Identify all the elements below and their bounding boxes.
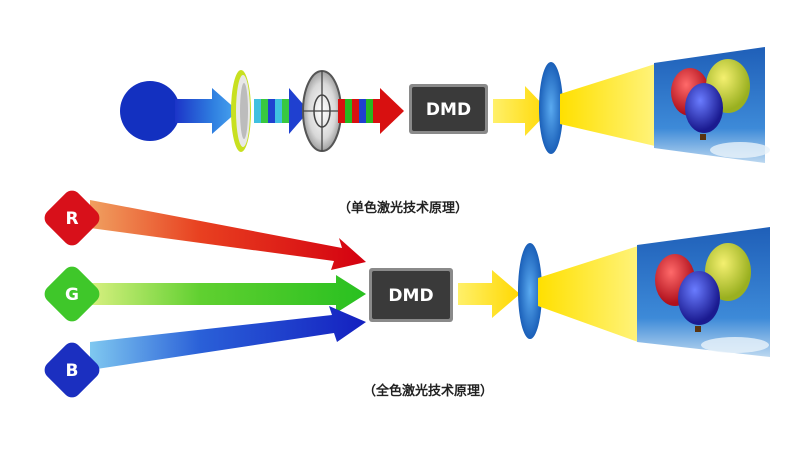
- projection-cone-bottom: [538, 246, 638, 342]
- blue-beam: [90, 306, 366, 370]
- green-source-letter: G: [65, 285, 79, 305]
- green-beam: [90, 275, 366, 313]
- blue-beam-arrow: [175, 88, 238, 134]
- yellow-beam-arrow-bottom: [458, 270, 520, 318]
- single-laser-diagram: DMD （单色激光技术原理）: [120, 47, 770, 216]
- projected-image-bottom: [637, 227, 770, 357]
- red-beam: [90, 200, 366, 270]
- color-wheel: [302, 70, 342, 152]
- red-source-letter: R: [65, 209, 78, 229]
- dmd-chip-top: DMD: [409, 84, 488, 134]
- projection-cone-top: [560, 64, 655, 146]
- yellow-beam-arrow-top: [493, 86, 549, 136]
- dmd-label-bottom: DMD: [388, 286, 433, 306]
- full-color-laser-diagram: R G B DMD: [44, 190, 770, 399]
- green-laser-source: G: [44, 266, 100, 322]
- single-laser-caption: （单色激光技术原理）: [338, 200, 468, 216]
- dmd-label-top: DMD: [426, 100, 471, 120]
- full-color-laser-caption: （全色激光技术原理）: [363, 383, 493, 399]
- red-laser-source: R: [44, 190, 100, 246]
- dmd-chip-bottom: DMD: [369, 268, 453, 322]
- phosphor-lens: [231, 70, 251, 152]
- blue-source-letter: B: [66, 361, 79, 381]
- projection-lens-top: [539, 62, 563, 154]
- blue-laser-source: B: [44, 342, 100, 398]
- rainbow-beam-arrow: [254, 88, 309, 134]
- projection-lens-bottom: [518, 243, 542, 339]
- rgb-sequence-arrow: [338, 88, 404, 134]
- projected-image-top: [654, 47, 770, 163]
- blue-laser-source: [120, 81, 180, 141]
